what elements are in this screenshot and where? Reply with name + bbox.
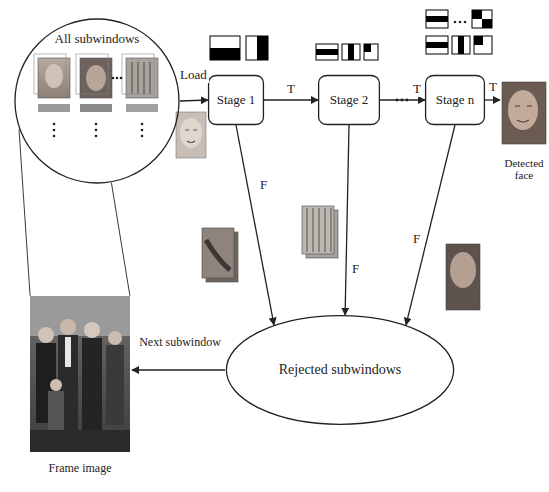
loaded-face	[176, 112, 206, 158]
node-label: Frame image	[48, 462, 113, 476]
flow-arrow	[485, 99, 500, 100]
flow-arrow	[406, 125, 455, 325]
stage-box: Stage 1	[208, 75, 264, 125]
edge-label: F	[258, 178, 269, 193]
edge-label: T	[285, 82, 297, 97]
node-label: All subwindows	[55, 32, 140, 47]
flow-arrow	[180, 100, 208, 101]
flow-arrow	[236, 125, 274, 325]
subwindow-pool: All subwindows	[14, 18, 180, 184]
zoom-line	[19, 129, 30, 296]
detected-face: Detected face	[500, 80, 548, 184]
node-label: Stage 1	[217, 93, 256, 108]
flow-arrow	[345, 125, 349, 315]
node-label: Detected face	[500, 157, 548, 182]
edge-label: T	[411, 82, 423, 97]
frame-image-picture	[30, 296, 130, 452]
zoom-line	[111, 183, 129, 296]
haar-features	[210, 10, 492, 60]
rejected-pool: Rejected subwindows	[225, 315, 455, 425]
node-label: Rejected subwindows	[279, 362, 401, 378]
detected-face-image	[502, 82, 546, 144]
edge-label: T	[487, 80, 499, 95]
edge-label: Next subwindow	[136, 336, 224, 350]
stage-box: Stage 2	[318, 75, 380, 125]
flow-arrow	[264, 99, 318, 100]
stage-box: Stage n	[425, 75, 485, 125]
subwindow-thumbnails	[34, 54, 158, 137]
edge-label: Load	[178, 68, 209, 83]
frame-image: Frame image	[28, 294, 132, 478]
node-label: Stage n	[436, 93, 475, 108]
flow-arrow	[380, 99, 425, 100]
node-label: Stage 2	[330, 93, 369, 108]
edge-label: F	[411, 232, 422, 247]
rejected-images	[202, 206, 480, 310]
edge-label: F	[350, 262, 361, 277]
flow-arrow	[132, 369, 225, 370]
